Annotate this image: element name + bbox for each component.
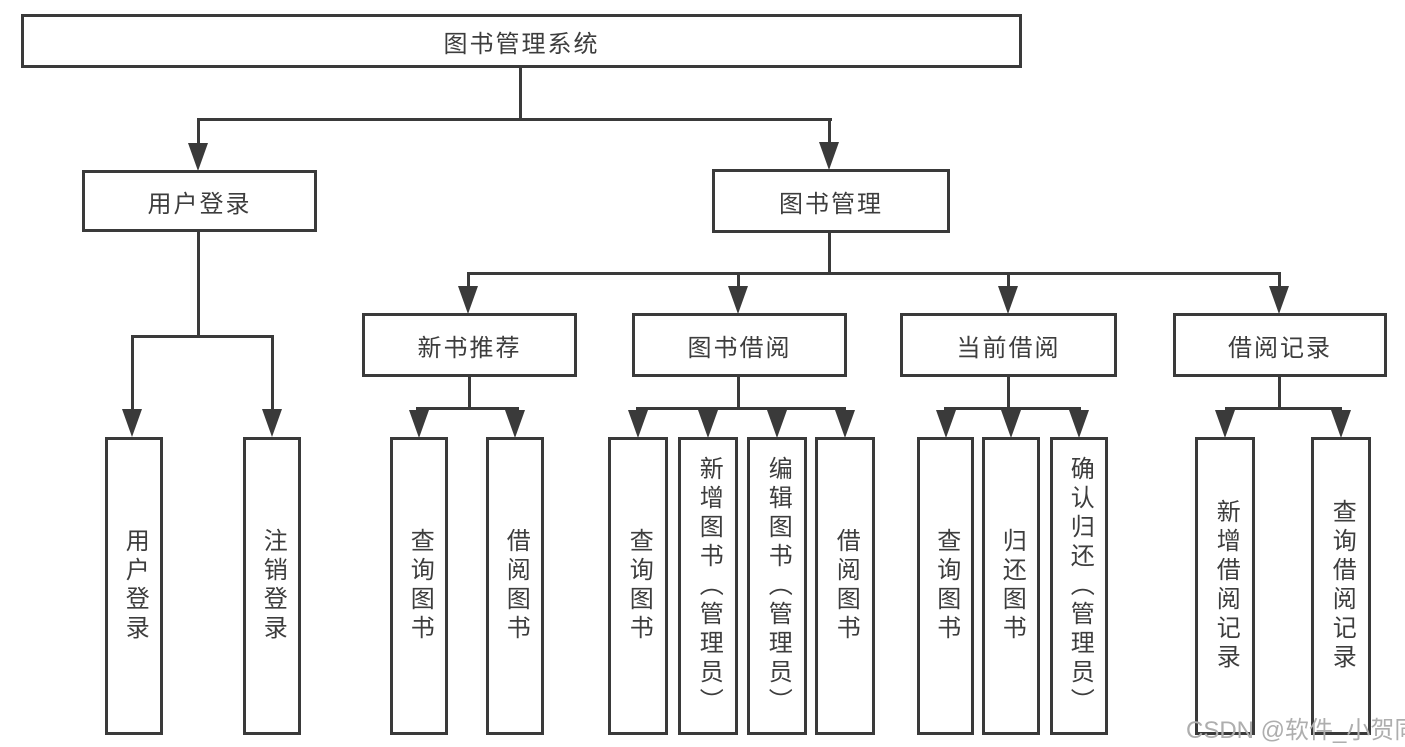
node-book-borrowing: 图书借阅 (632, 313, 847, 377)
connector-line (271, 338, 274, 412)
node-label: 图书借阅 (687, 334, 792, 362)
connector-line (737, 275, 740, 288)
arrow-down-icon (728, 286, 748, 314)
arrow-down-icon (819, 142, 839, 170)
connector-line (828, 233, 831, 275)
arrow-down-icon (458, 286, 478, 314)
arrow-down-icon (1331, 410, 1351, 438)
leaf-label: 新增借阅记录 (1212, 499, 1240, 673)
leaf-query-books-2: 查询图书 (608, 437, 668, 735)
connector-line (1278, 377, 1281, 410)
connector-line (1007, 275, 1010, 288)
connector-line (828, 121, 831, 146)
leaf-add-book-admin: 新增图书（管理员） (678, 437, 738, 735)
leaf-add-borrow-record: 新增借阅记录 (1195, 437, 1255, 735)
node-label: 新书推荐 (417, 334, 522, 362)
leaf-confirm-return-admin: 确认归还（管理员） (1050, 437, 1108, 735)
connector-line (1225, 407, 1342, 410)
leaf-borrow-books-1: 借阅图书 (486, 437, 544, 735)
leaf-label: 查询借阅记录 (1328, 499, 1356, 673)
arrow-down-icon (409, 410, 429, 438)
arrow-down-icon (835, 410, 855, 438)
connector-line (197, 118, 832, 121)
leaf-label: 编辑图书（管理员） (764, 455, 792, 717)
leaf-label: 新增图书（管理员） (695, 455, 723, 717)
leaf-label: 注销登录 (259, 528, 287, 644)
arrow-down-icon (628, 410, 648, 438)
node-label: 图书管理 (779, 190, 883, 218)
connector-line (1278, 275, 1281, 288)
arrow-down-icon (998, 286, 1018, 314)
node-borrowing-records: 借阅记录 (1173, 313, 1387, 377)
arrow-down-icon (122, 409, 142, 437)
node-new-book-recommend: 新书推荐 (362, 313, 577, 377)
arrow-down-icon (698, 410, 718, 438)
arrow-down-icon (188, 143, 208, 171)
arrow-down-icon (505, 410, 525, 438)
arrow-down-icon (767, 410, 787, 438)
node-label: 当前借阅 (956, 334, 1061, 362)
leaf-label: 查询图书 (932, 528, 960, 644)
arrow-down-icon (1269, 286, 1289, 314)
leaf-label: 确认归还（管理员） (1066, 455, 1094, 717)
leaf-user-login: 用户登录 (105, 437, 163, 735)
connector-line (467, 272, 1281, 275)
node-label: 用户登录 (147, 190, 252, 218)
node-library-system: 图书管理系统 (21, 14, 1022, 68)
leaf-label: 用户登录 (121, 528, 149, 644)
connector-line (416, 407, 519, 410)
leaf-label: 查询图书 (406, 528, 434, 644)
connector-line (197, 121, 200, 147)
node-label: 借阅记录 (1228, 334, 1332, 362)
arrow-down-icon (1215, 410, 1235, 438)
connector-line (737, 377, 740, 410)
node-label: 图书管理系统 (443, 30, 600, 58)
connector-line (131, 338, 134, 412)
connector-line (467, 275, 470, 288)
leaf-query-books-3: 查询图书 (917, 437, 974, 735)
connector-line (468, 377, 471, 410)
connector-line (1007, 377, 1010, 410)
arrow-down-icon (1001, 410, 1021, 438)
arrow-down-icon (262, 409, 282, 437)
leaf-query-books-1: 查询图书 (390, 437, 448, 735)
arrow-down-icon (936, 410, 956, 438)
connector-line (944, 407, 1081, 410)
connector-line (636, 407, 846, 410)
arrow-down-icon (1069, 410, 1089, 438)
watermark: CSDN @软件_小贺同学 (1186, 717, 1405, 744)
node-book-management: 图书管理 (712, 169, 950, 233)
leaf-label: 归还图书 (998, 528, 1026, 644)
leaf-query-borrow-record: 查询借阅记录 (1311, 437, 1371, 735)
node-current-borrowing: 当前借阅 (900, 313, 1117, 377)
node-user-login: 用户登录 (82, 170, 317, 232)
leaf-label: 查询图书 (625, 528, 653, 644)
leaf-label: 借阅图书 (502, 528, 530, 644)
connector-line (131, 335, 274, 338)
leaf-label: 借阅图书 (832, 528, 860, 644)
leaf-edit-book-admin: 编辑图书（管理员） (747, 437, 807, 735)
connector-line (197, 232, 200, 338)
leaf-borrow-books-2: 借阅图书 (815, 437, 875, 735)
connector-line (519, 68, 522, 118)
leaf-return-books: 归还图书 (982, 437, 1040, 735)
leaf-logout-login: 注销登录 (243, 437, 301, 735)
